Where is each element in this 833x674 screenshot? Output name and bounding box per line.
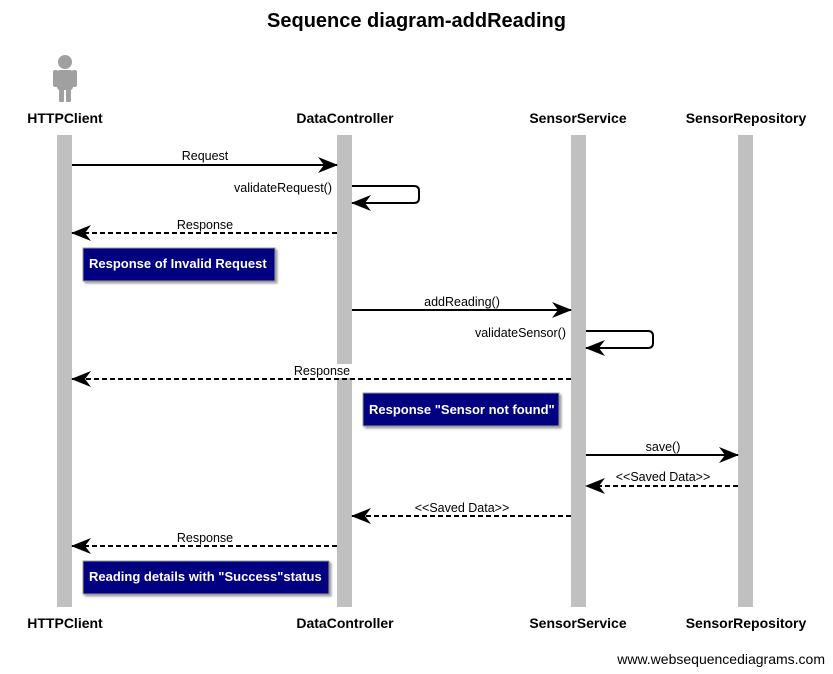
diagram-title: Sequence diagram-addReading [267, 10, 566, 32]
message-arrow-validate-sensor [585, 330, 654, 356]
message-label-saved-data-1: <<Saved Data>> [616, 470, 711, 484]
participant-label-repo-top: SensorRepository [685, 110, 807, 126]
participant-label-client-top: HTTPClient [27, 110, 103, 126]
participant-label-controller-top: DataController [296, 110, 394, 126]
message-label-request: Request [182, 149, 229, 163]
message-label-save: save() [646, 440, 681, 454]
participant-label-client-bottom: HTTPClient [27, 615, 103, 631]
note-invalid-request: Response of Invalid Request [82, 247, 276, 282]
note-sensor-not-found: Response "Sensor not found" [362, 392, 560, 427]
participant-label-service-top: SensorService [529, 110, 627, 126]
lifeline-repo [738, 135, 753, 607]
message-label-validate-request: validateRequest() [234, 181, 332, 195]
lifeline-client [57, 135, 72, 607]
message-label-saved-data-2: <<Saved Data>> [415, 501, 510, 515]
participant-label-controller-bottom: DataController [296, 615, 394, 631]
participant-label-service-bottom: SensorService [529, 615, 627, 631]
note-text-success-status: Reading details with "Success"status [89, 569, 322, 584]
participant-label-repo-bottom: SensorRepository [685, 615, 807, 631]
message-arrow-validate-request [351, 185, 420, 211]
note-text-invalid-request: Response of Invalid Request [89, 256, 267, 271]
note-text-sensor-not-found: Response "Sensor not found" [369, 402, 555, 417]
message-label-add-reading: addReading() [424, 295, 500, 309]
actor-person-icon [53, 55, 77, 102]
watermark-text: www.websequencediagrams.com [617, 651, 825, 667]
message-label-response-3: Response [177, 531, 233, 545]
message-label-response-1: Response [177, 218, 233, 232]
message-label-response-2: Response [294, 364, 350, 378]
note-success-status: Reading details with "Success"status [82, 560, 330, 595]
message-label-validate-sensor: validateSensor() [475, 326, 566, 340]
lifeline-service [571, 135, 586, 607]
